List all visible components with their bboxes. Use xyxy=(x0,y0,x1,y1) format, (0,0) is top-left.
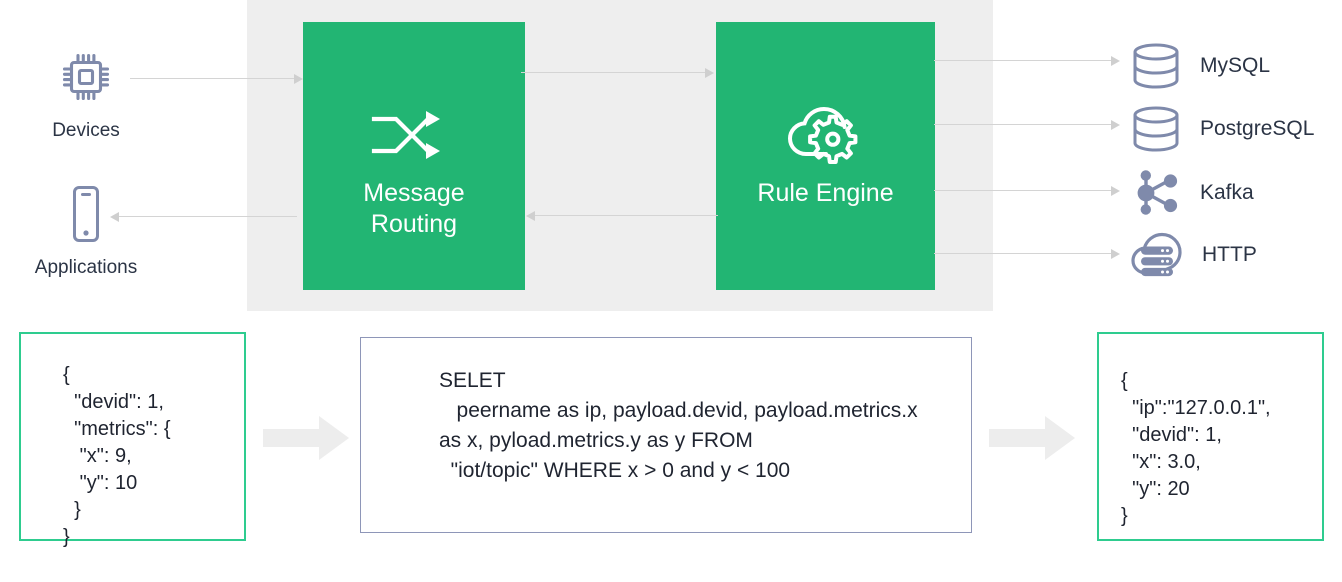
sink-postgresql: PostgreSQL xyxy=(1129,105,1314,153)
arrow-devices-to-routing xyxy=(130,78,294,79)
block-arrow-sql-to-output xyxy=(989,413,1075,463)
chip-icon xyxy=(55,46,117,108)
node-graph-icon xyxy=(1129,168,1183,218)
source-applications: Applications xyxy=(24,183,148,279)
database-cylinder-icon xyxy=(1129,42,1183,90)
sink-kafka: Kafka xyxy=(1129,168,1254,218)
arrow-head-right xyxy=(1111,186,1120,196)
arrow-rule-engine-to-http xyxy=(934,253,1111,254)
arrow-head-left xyxy=(526,211,535,221)
sink-label: HTTP xyxy=(1202,243,1257,266)
arrow-head-right xyxy=(705,68,714,78)
sql-query-box: SELET peername as ip, payload.devid, pay… xyxy=(360,337,972,533)
arrow-head-right xyxy=(1111,56,1120,66)
arrow-head-right xyxy=(1111,249,1120,259)
sink-mysql: MySQL xyxy=(1129,42,1270,90)
arrow-rule-engine-to-routing xyxy=(535,215,718,216)
shuffle-routing-icon xyxy=(370,104,458,166)
output-json-box: { "ip":"127.0.0.1", "devid": 1, "x": 3.0… xyxy=(1097,332,1324,541)
arrow-rule-engine-to-kafka xyxy=(934,190,1111,191)
source-label: Applications xyxy=(34,257,138,278)
process-box-rule-engine[interactable]: Rule Engine xyxy=(716,22,935,290)
arrow-head-right xyxy=(1111,120,1120,130)
arrow-head-left xyxy=(110,212,119,222)
output-json-text: { "ip":"127.0.0.1", "devid": 1, "x": 3.0… xyxy=(1121,370,1271,527)
arrow-head-right xyxy=(294,74,303,84)
database-cylinder-icon xyxy=(1129,105,1183,153)
arrow-rule-engine-to-postgresql xyxy=(934,124,1111,125)
input-json-box: { "devid": 1, "metrics": { "x": 9, "y": … xyxy=(19,332,246,548)
input-json-text: { "devid": 1, "metrics": { "x": 9, "y": … xyxy=(63,364,171,548)
cloud-server-icon xyxy=(1129,231,1185,279)
cloud-gear-icon xyxy=(784,104,868,166)
arrow-rule-engine-to-applications xyxy=(119,216,297,217)
source-label: Devices xyxy=(52,120,120,141)
arrow-rule-engine-to-mysql xyxy=(934,60,1111,61)
mobile-phone-icon xyxy=(63,183,109,245)
sql-query-text: SELET peername as ip, payload.devid, pay… xyxy=(439,369,918,482)
process-box-label: Rule Engine xyxy=(757,179,894,207)
sink-label: MySQL xyxy=(1200,54,1271,77)
sink-http: HTTP xyxy=(1129,231,1257,279)
block-arrow-input-to-sql xyxy=(263,413,349,463)
sink-label: Kafka xyxy=(1200,181,1254,204)
source-devices: Devices xyxy=(26,46,146,142)
arrow-routing-to-rule-engine xyxy=(521,72,705,73)
sink-label: PostgreSQL xyxy=(1200,117,1315,140)
